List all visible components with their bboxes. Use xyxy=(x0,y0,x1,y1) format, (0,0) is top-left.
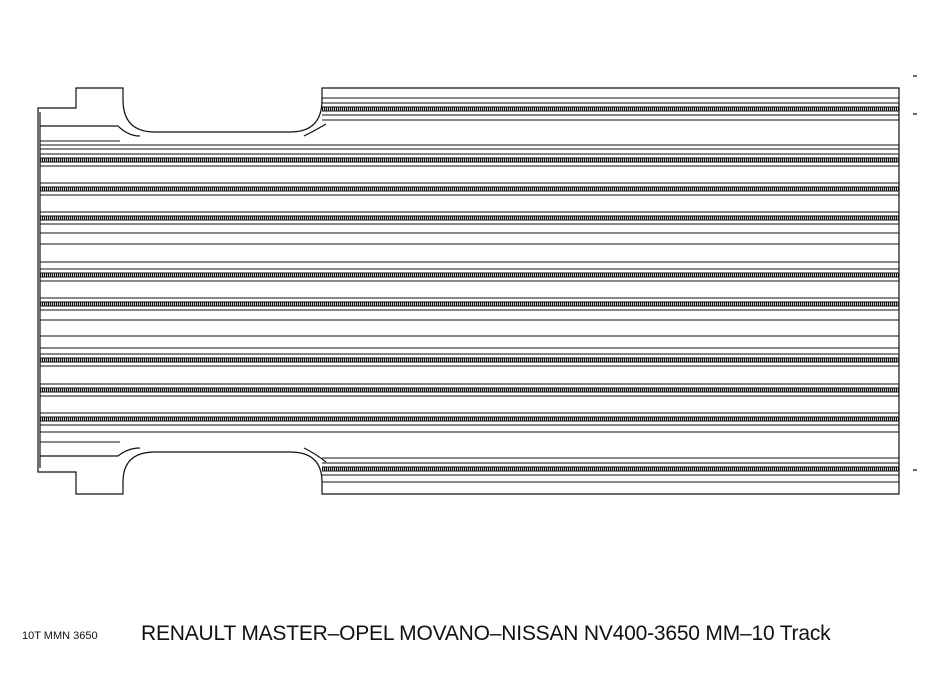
part-code: 10T MMN 3650 xyxy=(22,630,98,642)
floor-plan-drawing xyxy=(37,75,917,495)
drawing-caption: 10T MMN 3650 RENAULT MASTER–OPEL MOVANO–… xyxy=(0,618,933,658)
floor-outline xyxy=(37,75,917,495)
track-lines xyxy=(40,97,899,483)
drawing-title: RENAULT MASTER–OPEL MOVANO–NISSAN NV400-… xyxy=(141,622,831,645)
